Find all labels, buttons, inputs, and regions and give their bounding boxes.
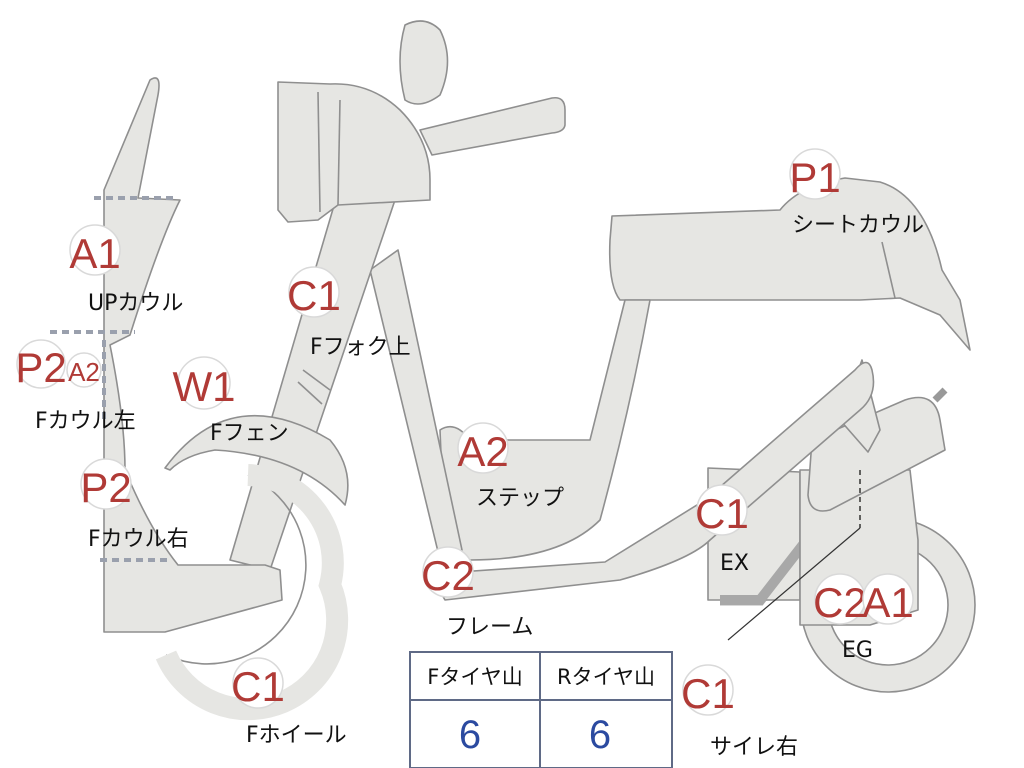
- part-seat-cowl: P1 シートカウル: [789, 148, 924, 238]
- part-code: C1: [231, 663, 285, 710]
- part-f-cowl-left: P2 A2 Fカウル左: [15, 339, 136, 434]
- badge-circle: [80, 458, 132, 510]
- front-wheel: [155, 464, 349, 721]
- part-step: A2 ステップ: [457, 422, 564, 511]
- seat-seam: [881, 241, 896, 299]
- part-code: P1: [789, 154, 840, 201]
- part-code: A1: [69, 230, 120, 277]
- part-label: EG: [842, 638, 873, 663]
- badge-circle: [789, 148, 841, 200]
- headlight-seam: [317, 91, 321, 213]
- badge-circle: [177, 356, 231, 410]
- part-code-secondary: A1: [862, 579, 913, 626]
- fork-joint: [302, 369, 331, 391]
- part-f-fork-upper: C1 Fフォク上: [287, 266, 411, 360]
- badge-circle: [682, 664, 734, 716]
- tread-table: Fタイヤ山 Rタイヤ山 6 6: [409, 651, 673, 768]
- part-label: Fフォク上: [310, 335, 411, 360]
- badge-circle: [69, 224, 121, 276]
- part-f-fender: W1 Fフェン: [173, 356, 289, 446]
- part-label: EX: [720, 551, 749, 576]
- part-label: シートカウル: [792, 213, 924, 238]
- part-code: C1: [287, 272, 341, 319]
- fork-joint-2: [297, 381, 323, 405]
- part-code: C2: [421, 552, 475, 599]
- badge-circle: [457, 422, 509, 474]
- badge-circle-secondary: [862, 573, 914, 625]
- badge-circle: [16, 339, 66, 389]
- part-f-wheel: C1 Fホイール: [231, 657, 347, 748]
- frame-down-tube: [369, 249, 463, 561]
- front-fender: [164, 414, 349, 506]
- part-code: P2: [80, 464, 131, 511]
- part-muffler-right: C1 サイレ右: [681, 664, 798, 760]
- part-label: Fカウル左: [35, 409, 136, 434]
- part-code: C2: [813, 579, 867, 626]
- table-header-rear: Rタイヤ山: [557, 665, 655, 689]
- badge-circle-small: [66, 352, 102, 388]
- muffler-leader-line: [727, 527, 861, 641]
- front-wheel-outline: [165, 474, 307, 665]
- part-label: サイレ右: [710, 735, 798, 760]
- mirror: [399, 20, 449, 105]
- part-label: Fホイール: [246, 723, 347, 748]
- badge-circle: [696, 484, 748, 536]
- muffler-body: [807, 396, 946, 512]
- muffler-tip: [932, 387, 948, 403]
- part-label: UPカウル: [88, 291, 183, 316]
- part-frame: C2 フレーム: [421, 546, 533, 640]
- part-code: P2: [15, 344, 66, 391]
- seat-cowl: [608, 177, 971, 351]
- part-label: ステップ: [476, 486, 564, 511]
- part-label: フレーム: [446, 615, 533, 640]
- table-header-front: Fタイヤ山: [427, 665, 522, 689]
- front-cowl: [103, 77, 283, 633]
- badge-circle: [232, 657, 284, 709]
- part-code-secondary: A2: [68, 357, 100, 387]
- floor-panel: [439, 299, 651, 561]
- part-code: C1: [681, 670, 735, 717]
- part-label: Fフェン: [210, 421, 289, 446]
- handlebar: [419, 96, 566, 156]
- frame: [429, 361, 875, 601]
- part-code: C1: [695, 490, 749, 537]
- table-value-rear: 6: [589, 713, 611, 757]
- part-code: A2: [457, 428, 508, 475]
- part-code: W1: [173, 363, 236, 410]
- part-label: Fカウル右: [88, 527, 189, 552]
- part-engine: C2 A1 EG: [813, 573, 914, 663]
- badge-circle: [422, 546, 474, 598]
- table-value-front: 6: [459, 713, 481, 757]
- headlight-housing: [277, 81, 431, 223]
- badge-circle: [288, 266, 340, 318]
- headlight-seam-2: [337, 99, 341, 206]
- part-f-cowl-right: P2 Fカウル右: [80, 458, 189, 552]
- part-up-cowl: A1 UPカウル: [69, 224, 183, 316]
- scooter-illustration: [50, 20, 976, 721]
- part-exhaust: C1 EX: [695, 484, 749, 576]
